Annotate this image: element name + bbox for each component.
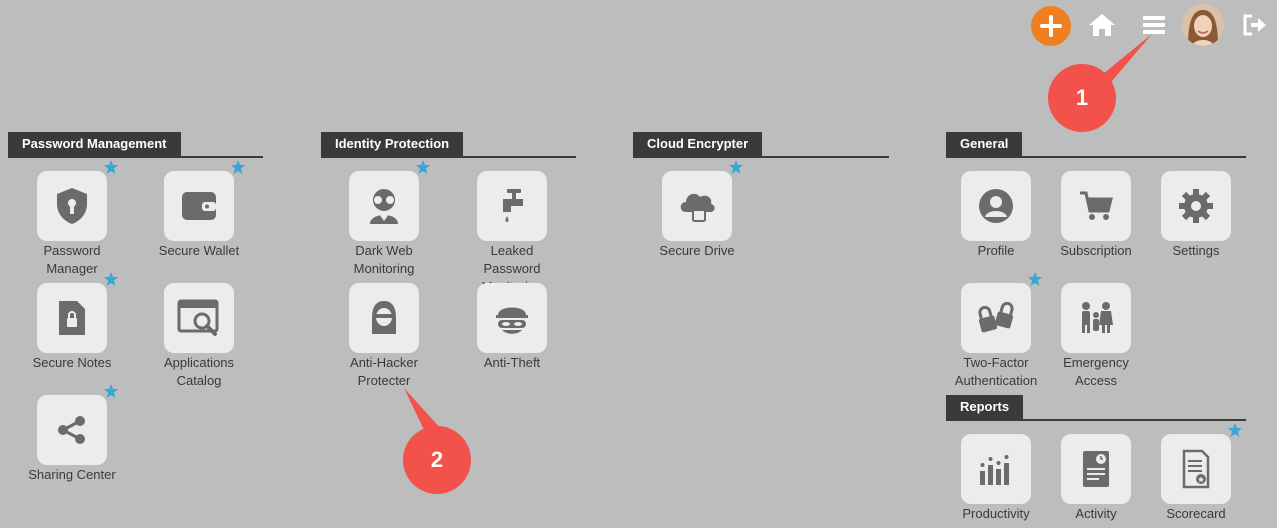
section-password-management: Password Management <box>8 132 263 158</box>
favorite-star-icon[interactable] <box>103 159 119 175</box>
tile-label: Productivity <box>962 506 1030 521</box>
tile-label: Emergency Access <box>1063 355 1129 388</box>
tile-label: Two-Factor Authentication <box>954 355 1038 388</box>
wallet-icon <box>182 192 216 220</box>
section-title: Password Management <box>8 132 181 156</box>
tile-anti-theft[interactable]: Anti-Theft <box>457 283 567 372</box>
user-circle-icon <box>979 189 1013 223</box>
activity-report-icon <box>1083 451 1109 487</box>
cart-icon <box>1080 191 1113 220</box>
section-title: Reports <box>946 395 1024 419</box>
thief-mask-icon <box>496 307 528 334</box>
spy-icon <box>370 189 398 224</box>
shield-lock-icon <box>57 188 87 224</box>
section-title: Cloud Encrypter <box>633 132 763 156</box>
tile-label: Sharing Center <box>28 467 116 482</box>
favorite-star-icon[interactable] <box>230 159 246 175</box>
section-header: Identity Protection <box>321 132 576 158</box>
section-header: Reports <box>946 395 1246 421</box>
tile-profile[interactable]: Profile <box>941 171 1051 260</box>
favorite-star-icon[interactable] <box>728 159 744 175</box>
tile-label: Subscription <box>1060 243 1132 258</box>
tile-settings[interactable]: Settings <box>1141 171 1251 260</box>
favorite-star-icon[interactable] <box>1027 271 1043 287</box>
home-button[interactable] <box>1085 8 1119 42</box>
tile-label: Dark Web Monitoring <box>353 243 415 276</box>
tile-label: Secure Wallet <box>158 243 240 258</box>
tile-activity[interactable]: Activity <box>1041 434 1151 523</box>
bar-chart-icon <box>980 455 1009 485</box>
app-search-icon <box>177 299 219 336</box>
tile-two-factor-authentication[interactable]: Two-Factor Authentication <box>941 272 1051 390</box>
tile-dark-web-monitoring[interactable]: Dark Web Monitoring <box>329 160 439 278</box>
two-locks-icon <box>978 301 1014 333</box>
menu-icon <box>1143 16 1165 34</box>
tile-applications-catalog[interactable]: Applications Catalog <box>144 283 254 390</box>
callout-badge-2: 2 <box>403 426 471 494</box>
family-icon <box>1082 302 1113 333</box>
tile-emergency-access[interactable]: Emergency Access <box>1041 283 1151 390</box>
tile-secure-notes[interactable]: Secure Notes <box>17 272 127 372</box>
tile-label: Profile <box>977 243 1015 258</box>
tile-label: Anti-Theft <box>483 355 541 370</box>
avatar[interactable] <box>1182 4 1224 46</box>
tile-label: Anti-Hacker Protecter <box>350 355 418 388</box>
add-button[interactable] <box>1031 6 1071 46</box>
tile-label: Settings <box>1172 243 1220 258</box>
tile-subscription[interactable]: Subscription <box>1041 171 1151 260</box>
scorecard-icon <box>1182 449 1210 489</box>
tile-password-manager[interactable]: Password Manager <box>17 160 127 278</box>
note-lock-icon <box>59 301 85 335</box>
section-title: Identity Protection <box>321 132 464 156</box>
tile-label: Secure Notes <box>32 355 112 370</box>
tile-label: Scorecard <box>1166 506 1226 521</box>
section-header: Cloud Encrypter <box>633 132 889 158</box>
section-title: General <box>946 132 1023 156</box>
home-icon <box>1089 14 1115 36</box>
tile-secure-drive[interactable]: Secure Drive <box>642 160 752 260</box>
tile-scorecard[interactable]: Scorecard <box>1141 423 1251 523</box>
tile-secure-wallet[interactable]: Secure Wallet <box>144 160 254 260</box>
favorite-star-icon[interactable] <box>415 159 431 175</box>
gear-icon <box>1179 189 1213 223</box>
section-general: General <box>946 132 1246 158</box>
callout-badge-1: 1 <box>1048 64 1116 132</box>
tile-label: Password Manager <box>43 243 101 276</box>
plus-icon <box>1040 15 1062 37</box>
menu-button[interactable] <box>1137 8 1171 42</box>
cloud-lock-icon <box>680 193 715 222</box>
tile-anti-hacker-protecter[interactable]: Anti-Hacker Protecter <box>329 283 439 390</box>
faucet-icon <box>503 189 523 222</box>
tile-label: Activity <box>1075 506 1117 521</box>
logout-icon <box>1243 14 1266 36</box>
favorite-star-icon[interactable] <box>1227 422 1243 438</box>
favorite-star-icon[interactable] <box>103 271 119 287</box>
section-header: Password Management <box>8 132 263 158</box>
tile-productivity[interactable]: Productivity <box>941 434 1051 523</box>
share-icon <box>58 416 85 444</box>
hacker-icon <box>372 301 396 334</box>
tile-label: Secure Drive <box>659 243 735 258</box>
tile-sharing-center[interactable]: Sharing Center <box>17 384 127 484</box>
tile-label: Applications Catalog <box>163 355 235 388</box>
logout-button[interactable] <box>1238 8 1272 42</box>
section-header: General <box>946 132 1246 158</box>
section-cloud-encrypter: Cloud Encrypter <box>633 132 889 158</box>
tile-leaked-password-monitoring[interactable]: Leaked Password Monitoring <box>457 171 567 296</box>
user-avatar-icon <box>1182 4 1224 46</box>
section-identity-protection: Identity Protection <box>321 132 576 158</box>
favorite-star-icon[interactable] <box>103 383 119 399</box>
section-reports: Reports <box>946 395 1246 421</box>
